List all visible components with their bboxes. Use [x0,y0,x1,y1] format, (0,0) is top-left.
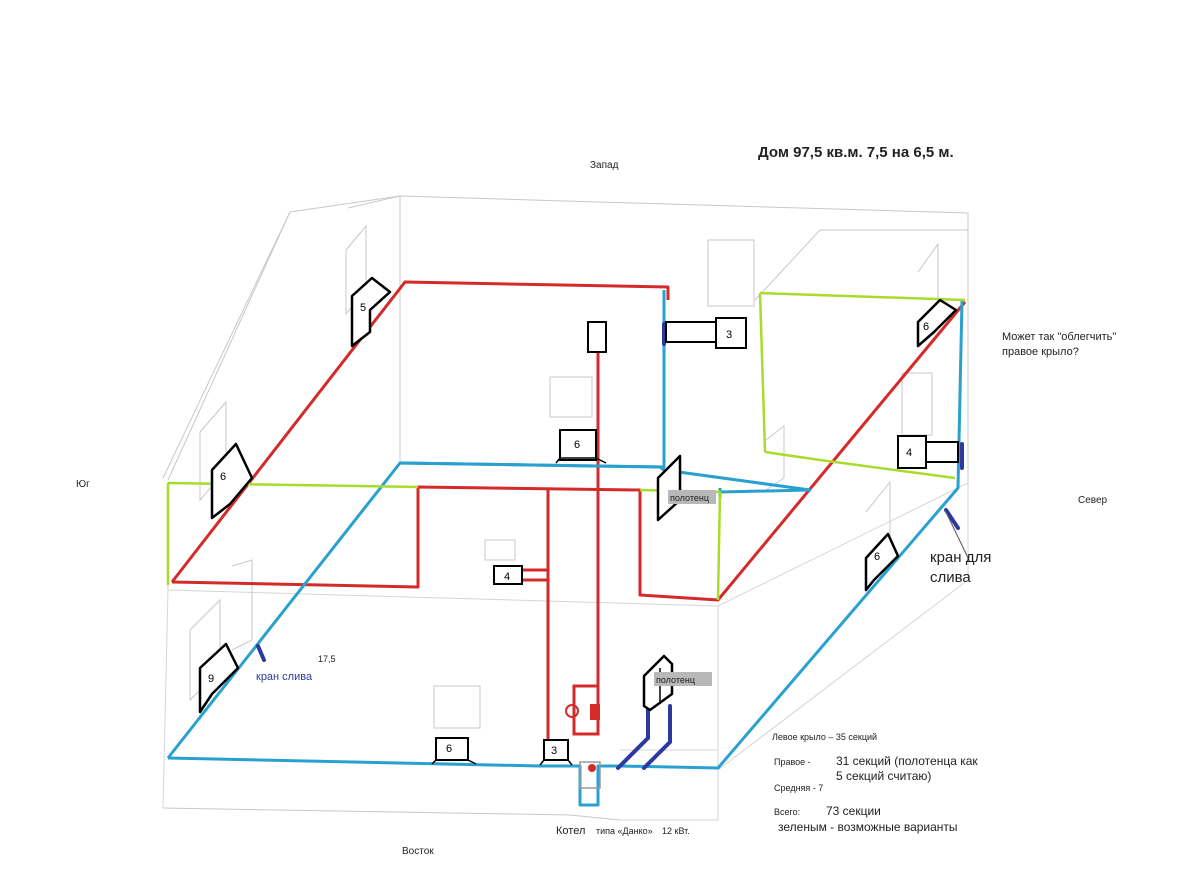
legend-right-label: Правое - [774,757,811,767]
svg-text:полотенц: полотенц [656,675,695,685]
radiator-front-boiler: 3 [539,739,573,766]
drain-valve-right-line2: слива [930,569,971,586]
svg-text:полотенц: полотенц [670,493,709,503]
question-line2: правое крыло? [1002,346,1079,358]
return-front [167,299,964,807]
green-right-loop [759,291,966,302]
radiator-north-right: 4 [897,435,959,469]
drain-valves [256,322,971,770]
svg-text:6: 6 [923,321,929,333]
supply-perimeter-left [170,280,670,583]
drain-valve-left: кран слива [256,671,313,683]
legend-total-label: Всего: [774,807,800,817]
svg-text:6: 6 [446,743,452,755]
riser-cap [587,321,607,353]
pump-icon [565,704,579,718]
legend-total-value: 73 секции [826,804,881,818]
radiators: 5 6 9 6 3 6 [198,276,959,789]
radiator-center-back: 6 [555,429,607,464]
drain-valve-right-line1: кран для [930,549,991,566]
legend-left-wing: Левое крыло – 35 секций [772,732,877,742]
direction-north: Север [1078,495,1108,506]
svg-text:6: 6 [220,471,226,483]
towel-rail-lower: полотенц [642,654,712,712]
dimension-label: 17,5 [318,654,336,664]
svg-text:4: 4 [504,571,510,583]
green-left-loop [167,481,419,489]
supply-pipes [170,280,967,772]
towel-rail-upper: полотенц [656,454,716,522]
radiator-middle-left: 4 [493,565,523,585]
radiator-south-bottom: 9 [198,642,240,714]
diagram-title: Дом 97,5 кв.м. 7,5 на 6,5 м. [758,144,954,161]
return-left-front [166,290,666,759]
house-wireframe [162,195,969,821]
boiler-valve [590,704,600,720]
boiler-power: 12 кВт. [662,826,690,836]
radiator-front-mid: 6 [431,737,477,765]
green-middle-loop [639,488,722,601]
return-pipes [166,290,964,807]
radiator-east-right: 6 [864,532,900,592]
svg-text:5: 5 [360,302,366,314]
legend-green-note: зеленым - возможные варианты [778,820,958,834]
boiler-model: типа «Данко» [596,826,653,836]
radiator-top-link: 3 [665,317,747,349]
svg-text:6: 6 [874,551,880,563]
question-line1: Может так "облегчить" [1002,331,1116,343]
legend-middle: Средняя - 7 [774,783,823,793]
legend-right-value-1: 31 секций (полотенца как [836,754,978,768]
svg-text:3: 3 [726,329,732,341]
direction-south: Юг [76,479,90,490]
section-legend: Левое крыло – 35 секций Правое - 31 секц… [772,732,978,834]
svg-text:4: 4 [906,447,912,459]
radiator-north-corner: 6 [916,298,958,348]
direction-west: Запад [590,160,619,171]
direction-east: Восток [402,846,434,857]
boiler-word: Котел [556,825,585,837]
legend-right-value-2: 5 секций считаю) [836,769,931,783]
svg-text:9: 9 [208,673,214,685]
radiator-south-left: 6 [210,442,254,520]
svg-text:6: 6 [574,439,580,451]
optional-pipes [166,291,966,601]
svg-text:3: 3 [551,745,557,757]
radiator-west-left: 5 [350,276,392,348]
labels: Дом 97,5 кв.м. 7,5 на 6,5 м. Запад Юг Се… [76,144,1116,857]
return-middle [399,461,812,498]
boiler-base [579,761,601,789]
